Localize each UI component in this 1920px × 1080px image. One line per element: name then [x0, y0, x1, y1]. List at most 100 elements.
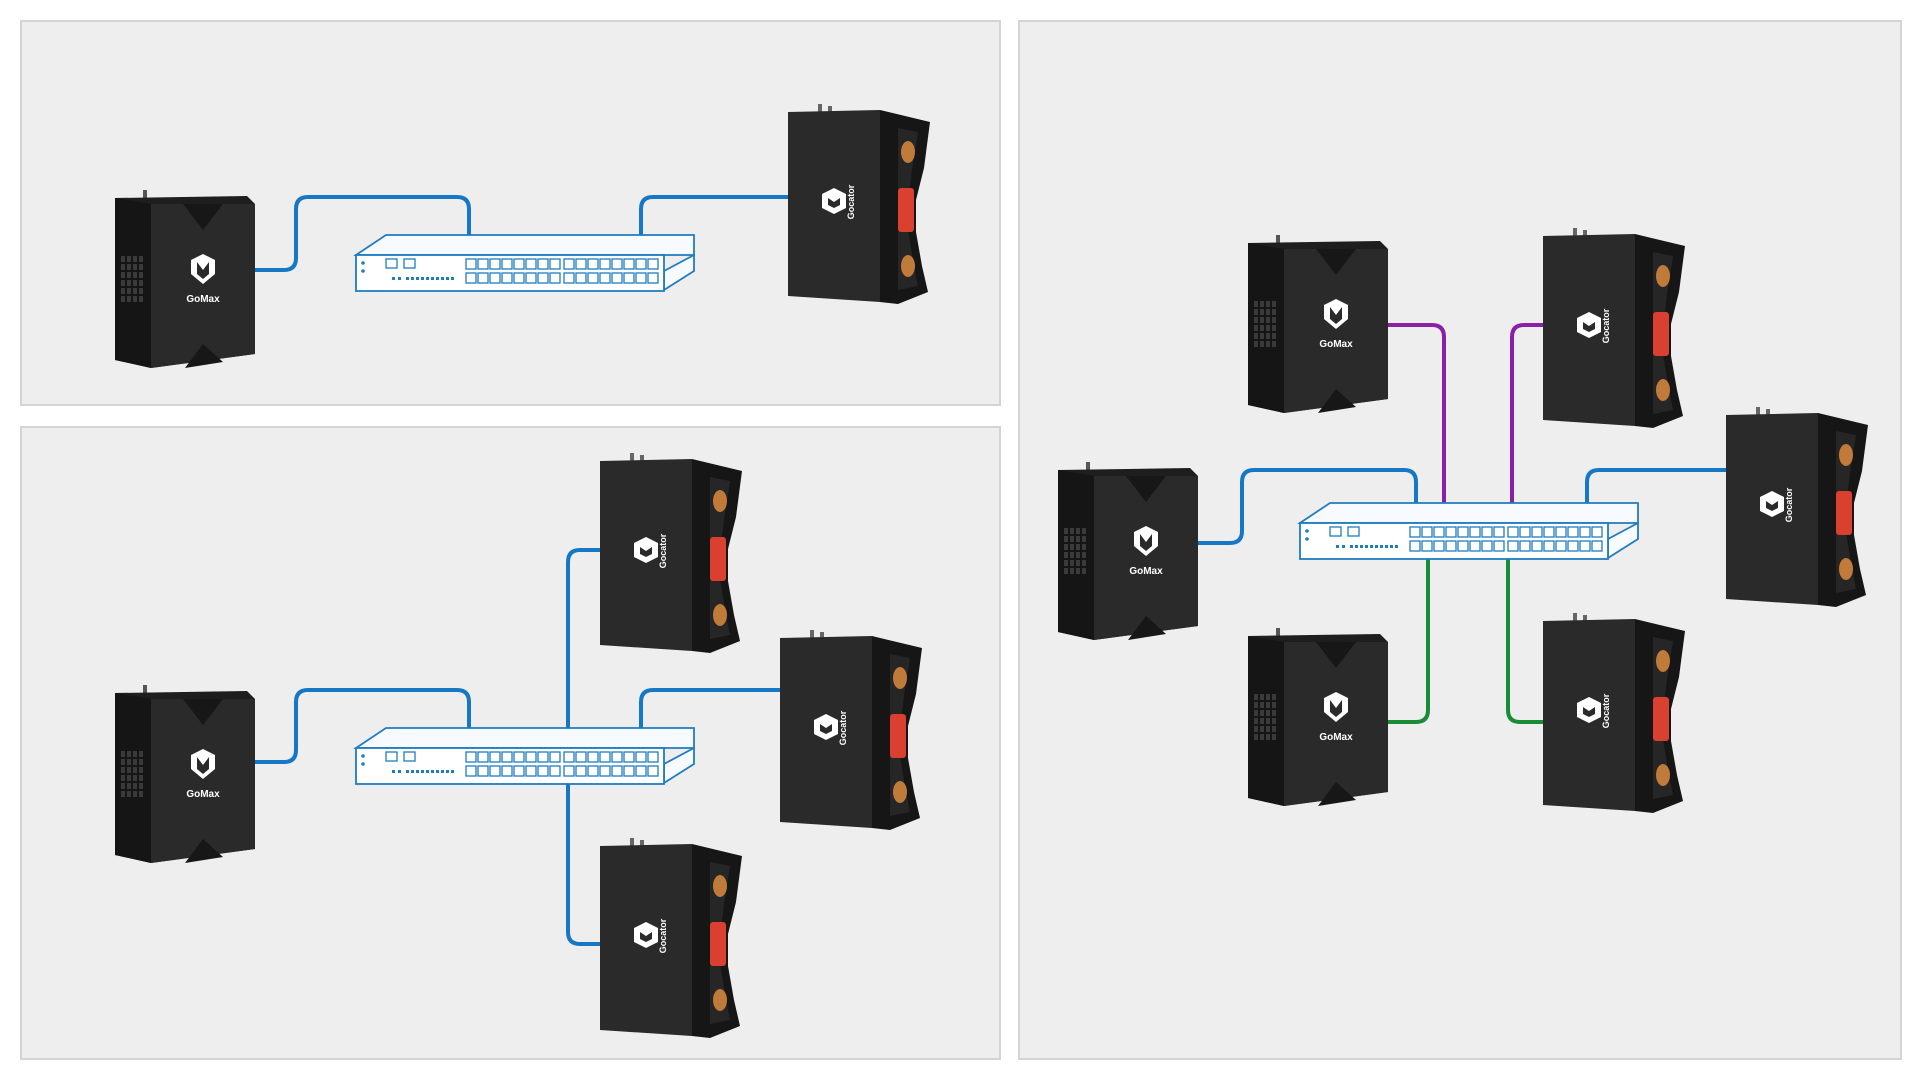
ethernet-port-icon	[1481, 540, 1493, 552]
gocator-logo-icon	[814, 714, 838, 740]
ethernet-port-icon	[489, 765, 501, 777]
gocator-sensor: Gocator	[1726, 407, 1868, 607]
gocator-logo-icon	[634, 922, 658, 948]
ethernet-port-icon	[623, 272, 635, 284]
ethernet-port-icon	[599, 765, 611, 777]
ethernet-port-icon	[1531, 526, 1543, 538]
ethernet-port-icon	[1421, 540, 1433, 552]
ethernet-port-icon	[1457, 526, 1469, 538]
ethernet-port-icon	[647, 272, 659, 284]
ethernet-port-icon	[1445, 540, 1457, 552]
ethernet-port-icon	[489, 258, 501, 270]
gocator-logo-icon	[1577, 697, 1601, 723]
ethernet-port-icon	[563, 765, 575, 777]
gomax-logo-icon	[191, 254, 215, 284]
gocator-logo-icon	[822, 188, 846, 214]
ethernet-port-icon	[599, 751, 611, 763]
gocator-label: Gocator	[1601, 308, 1611, 343]
gocator-logo-icon	[634, 537, 658, 563]
gocator-label: Gocator	[1784, 487, 1794, 522]
gocator-label: Gocator	[838, 710, 848, 745]
ethernet-port-icon	[1579, 540, 1591, 552]
ethernet-port-icon	[1469, 526, 1481, 538]
ethernet-port-icon	[611, 751, 623, 763]
ethernet-port-icon	[599, 272, 611, 284]
cable-switch-to-gocator	[639, 688, 782, 760]
cable-switch-to-gocator	[1585, 468, 1730, 539]
ethernet-port-icon	[575, 272, 587, 284]
ethernet-port-icon	[477, 751, 489, 763]
ethernet-port-icon	[489, 272, 501, 284]
ethernet-port-icon	[549, 765, 561, 777]
ethernet-port-icon	[587, 765, 599, 777]
ethernet-port-icon	[587, 272, 599, 284]
ethernet-port-icon	[513, 258, 525, 270]
gomax-label: GoMax	[1319, 339, 1353, 350]
gomax-unit: GoMax	[1248, 235, 1388, 413]
ethernet-port-icon	[563, 751, 575, 763]
ethernet-port-icon	[489, 751, 501, 763]
ethernet-port-icon	[1579, 526, 1591, 538]
gomax-unit: GoMax	[1058, 462, 1198, 640]
ethernet-port-icon	[575, 765, 587, 777]
ethernet-port-icon	[525, 272, 537, 284]
device-layer: GoMaxGocatorGoMaxGocatorGocatorGocatorGo…	[115, 104, 1868, 1038]
ethernet-port-icon	[1409, 526, 1421, 538]
ethernet-port-icon	[501, 751, 513, 763]
ethernet-port-icon	[1421, 526, 1433, 538]
ethernet-port-icon	[611, 765, 623, 777]
ethernet-port-icon	[1555, 526, 1567, 538]
ethernet-port-icon	[635, 272, 647, 284]
ethernet-port-icon	[575, 751, 587, 763]
ethernet-port-icon	[501, 272, 513, 284]
ethernet-port-icon	[1493, 540, 1505, 552]
gomax-logo-icon	[1324, 299, 1348, 329]
ethernet-port-icon	[537, 272, 549, 284]
ethernet-port-icon	[537, 751, 549, 763]
ethernet-port-icon	[1543, 526, 1555, 538]
ethernet-port-icon	[587, 258, 599, 270]
gocator-logo-icon	[1577, 312, 1601, 338]
ethernet-port-icon	[513, 751, 525, 763]
gomax-logo-icon	[1324, 692, 1348, 722]
ethernet-port-icon	[1481, 526, 1493, 538]
ethernet-port-icon	[1531, 540, 1543, 552]
ethernet-port-icon	[1445, 526, 1457, 538]
ethernet-port-icon	[1519, 526, 1531, 538]
ethernet-port-icon	[1469, 540, 1481, 552]
ethernet-port-icon	[403, 258, 416, 269]
gomax-label: GoMax	[1129, 566, 1163, 577]
ethernet-port-icon	[537, 258, 549, 270]
ethernet-port-icon	[1543, 540, 1555, 552]
ethernet-port-icon	[1567, 526, 1579, 538]
ethernet-port-icon	[647, 765, 659, 777]
cable-gomax-to-switch	[248, 688, 471, 764]
gomax-unit: GoMax	[1248, 628, 1388, 806]
ethernet-port-icon	[1329, 526, 1342, 537]
gocator-sensor: Gocator	[1543, 228, 1685, 428]
gomax-label: GoMax	[1319, 732, 1353, 743]
ethernet-port-icon	[1457, 540, 1469, 552]
ethernet-port-icon	[611, 258, 623, 270]
ethernet-port-icon	[465, 272, 477, 284]
ethernet-port-icon	[1507, 540, 1519, 552]
ethernet-port-icon	[1433, 526, 1445, 538]
gocator-label: Gocator	[846, 184, 856, 219]
ethernet-port-icon	[385, 258, 398, 269]
gocator-sensor: Gocator	[600, 838, 742, 1038]
cable-switch-to-gocator-green	[1506, 549, 1547, 724]
gomax-unit: GoMax	[115, 190, 255, 368]
gocator-sensor: Gocator	[780, 630, 922, 830]
ethernet-port-icon	[501, 258, 513, 270]
ethernet-port-icon	[575, 258, 587, 270]
gomax-label: GoMax	[186, 294, 220, 305]
network-switch	[1297, 502, 1639, 560]
gocator-label: Gocator	[658, 533, 668, 568]
ethernet-port-icon	[1591, 540, 1603, 552]
ethernet-port-icon	[599, 258, 611, 270]
ethernet-port-icon	[1433, 540, 1445, 552]
ethernet-port-icon	[635, 751, 647, 763]
ethernet-port-icon	[1567, 540, 1579, 552]
ethernet-port-icon	[477, 258, 489, 270]
